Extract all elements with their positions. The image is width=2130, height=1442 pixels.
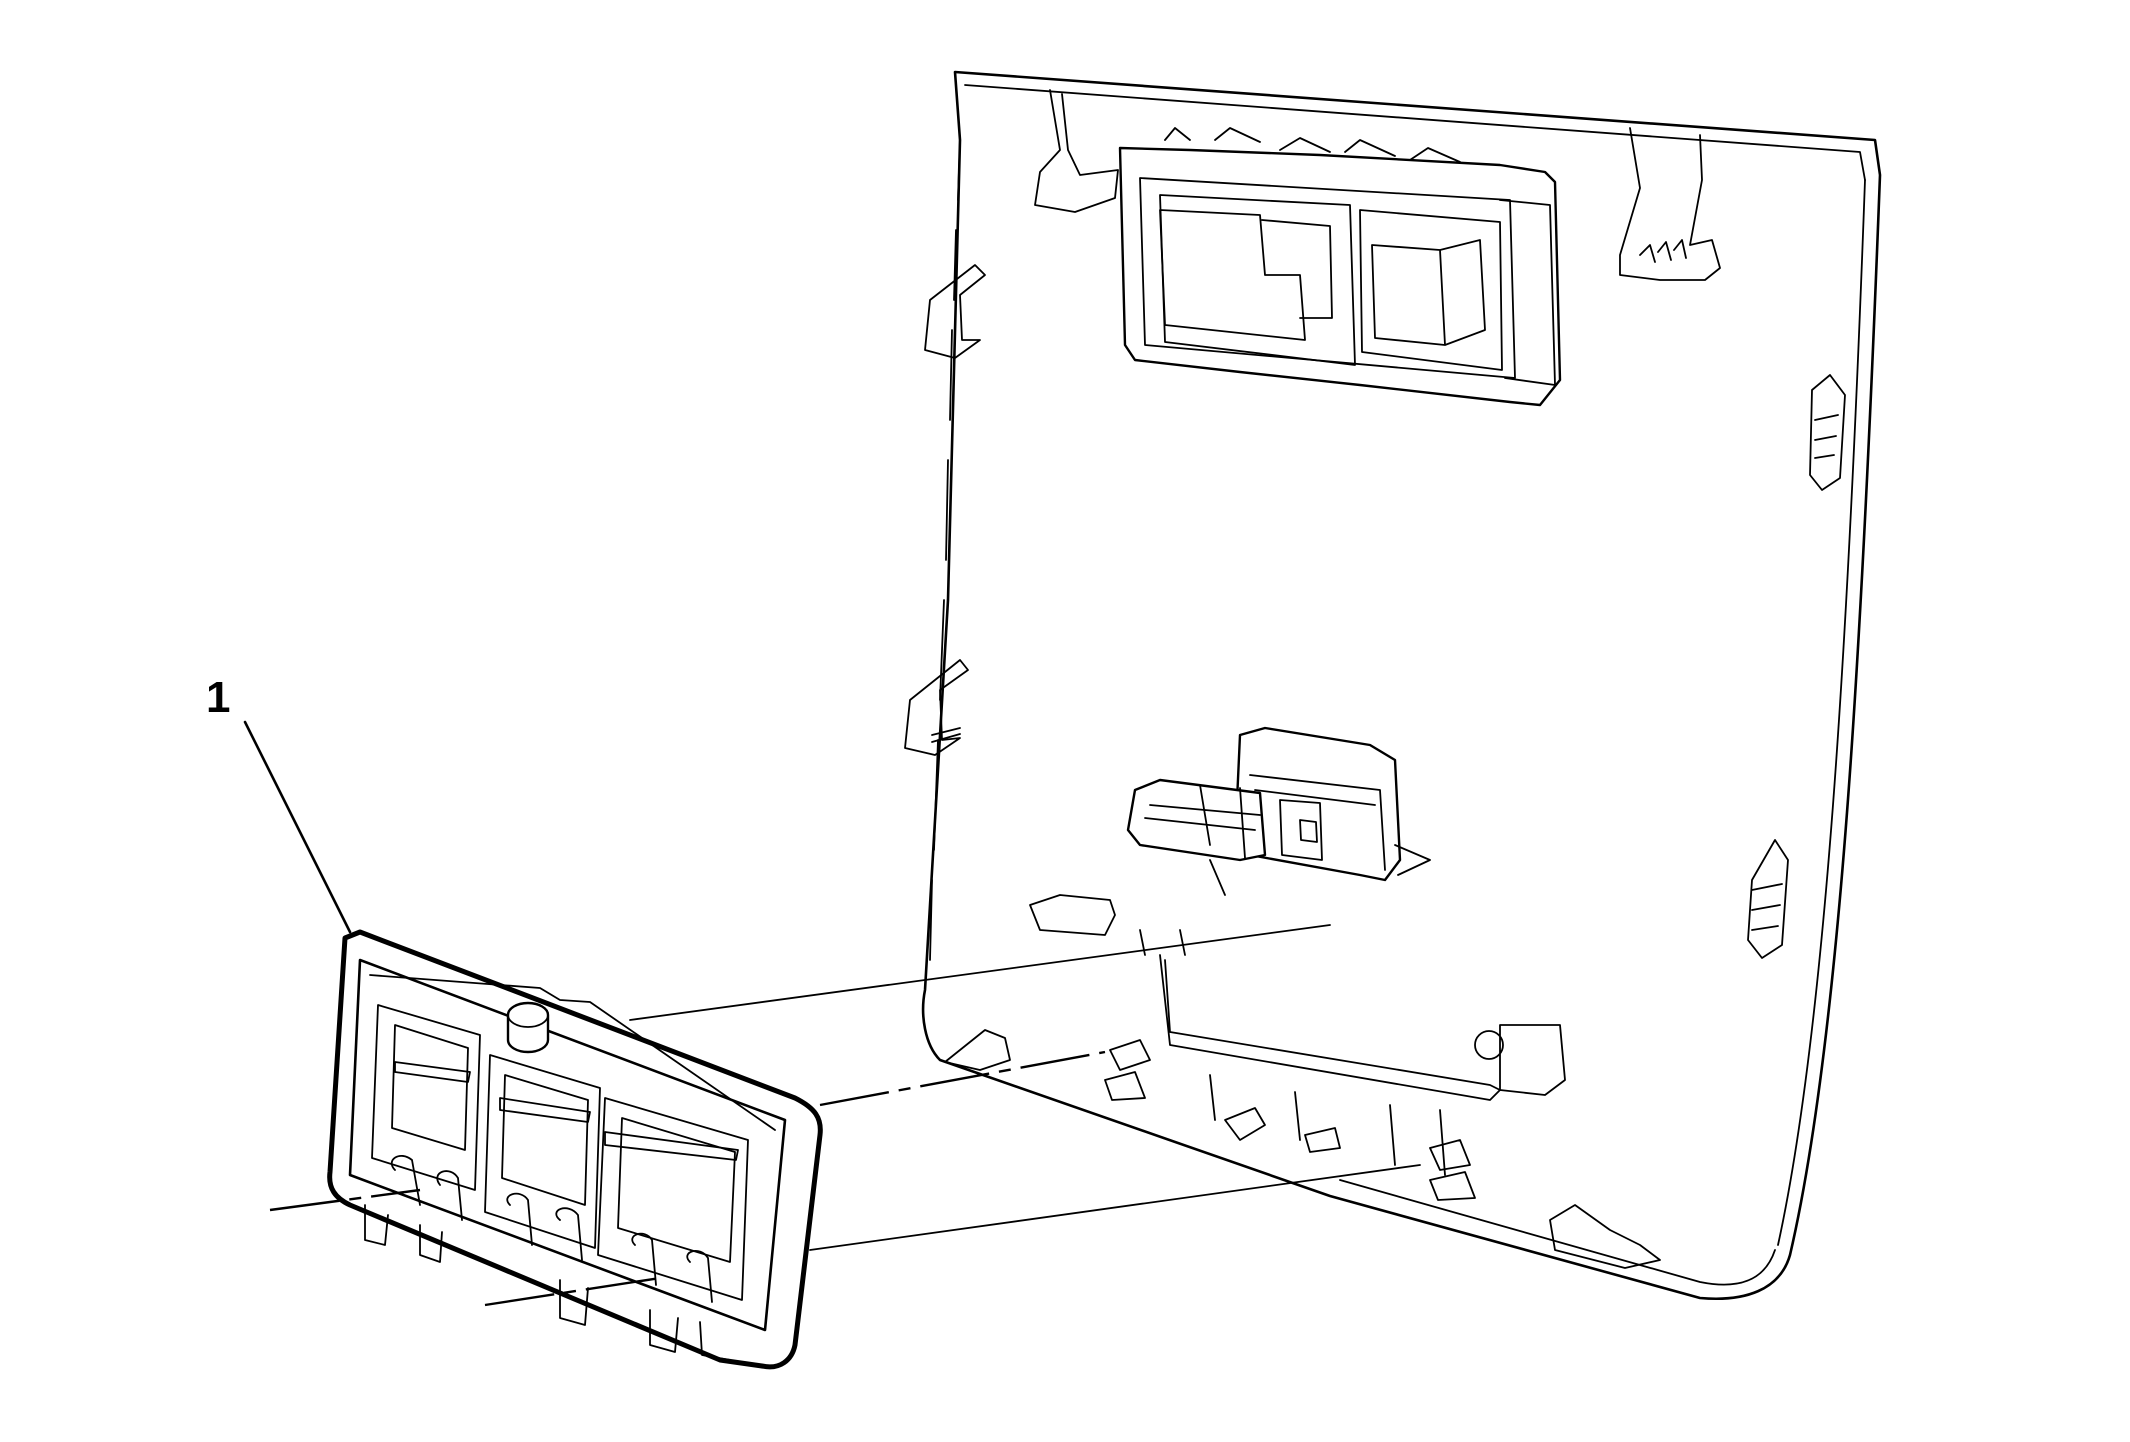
projection-line-left-1 [269, 1188, 421, 1212]
switch-bezel-locating-pin-top [507, 1002, 549, 1028]
trim-panel-outline [921, 70, 1882, 1300]
lower-post-marks [1209, 1074, 1446, 1176]
panel-clip-lower-h [1429, 1171, 1476, 1201]
panel-right-clip-lower [1747, 839, 1789, 959]
lower-rail-clip [1474, 1024, 1566, 1096]
upper-switch-module [1118, 127, 1562, 407]
callout-1-label: 1 [206, 673, 230, 722]
panel-right-clip-upper [1809, 374, 1846, 491]
upper-switch-bezel [1139, 177, 1516, 379]
panel-top-clip-left [1034, 89, 1119, 213]
projection-line-left-2 [484, 1276, 661, 1307]
switch-bezel-outer [327, 929, 823, 1370]
upper-switch-rocker-right [1359, 209, 1503, 371]
switch-opening-1 [371, 1004, 481, 1191]
panel-clip-lower-d [1104, 1071, 1146, 1101]
panel-clip-lower-a [944, 1029, 1011, 1071]
switch-bezel-part [327, 929, 823, 1370]
center-connector-front [1249, 774, 1386, 871]
trim-panel [904, 70, 1882, 1300]
panel-left-clip-mid-teeth [931, 727, 961, 743]
panel-bottom-rim [1339, 1179, 1776, 1286]
panel-clip-lower-c [1109, 1039, 1151, 1071]
projection-lines [269, 924, 1421, 1307]
panel-clip-lower-e [1224, 1107, 1266, 1141]
panel-right-rim [1777, 179, 1866, 1246]
center-connector-plug [1126, 778, 1267, 862]
switch-opening-2 [484, 1054, 601, 1249]
projection-line-top [629, 924, 1331, 1021]
switch-bezel-bottom-feet [364, 1204, 731, 1361]
upper-switch-rocker-left-button [1159, 209, 1333, 341]
switch-bezel-top-rim [369, 974, 776, 1131]
panel-clip-lower-f [1304, 1127, 1341, 1153]
panel-top-rim [964, 84, 1866, 181]
center-connector-latch [1279, 799, 1323, 861]
switch-opening-2-slot [499, 1097, 591, 1123]
switch-opening-3-inner [617, 1117, 736, 1263]
panel-top-clip-right [1619, 127, 1721, 281]
center-connector-flange [1209, 844, 1431, 896]
lower-post-left [1139, 929, 1186, 956]
center-connector-plug-lines [1144, 784, 1261, 859]
panel-clip-bottom [1549, 1204, 1661, 1269]
projection-line-mid [819, 1050, 1106, 1107]
switch-opening-2-inner [501, 1074, 589, 1206]
panel-clip-lower-g [1429, 1139, 1471, 1171]
upper-switch-housing [1118, 146, 1562, 407]
center-connector [1126, 726, 1431, 896]
panel-left-rim [929, 139, 961, 961]
panel-clip-lower-b [1029, 894, 1116, 936]
switch-opening-3 [597, 1097, 749, 1301]
upper-switch-side-block [1499, 199, 1556, 386]
upper-switch-rocker-right-button [1371, 239, 1486, 346]
panel-left-clip-upper [924, 264, 986, 359]
upper-switch-top-tabs [1164, 127, 1461, 163]
switch-opening-3-slot [604, 1131, 739, 1161]
callout-1-leader [243, 720, 352, 934]
switch-bezel-bottom-hooks [390, 1155, 713, 1303]
projection-line-lower [809, 1164, 1421, 1251]
panel-top-clip-right-teeth [1639, 239, 1687, 263]
switch-opening-1-slot [394, 1061, 471, 1083]
callout-1: 1 [206, 673, 352, 934]
switch-opening-1-inner [391, 1024, 469, 1151]
switch-bezel-inner [348, 958, 787, 1332]
